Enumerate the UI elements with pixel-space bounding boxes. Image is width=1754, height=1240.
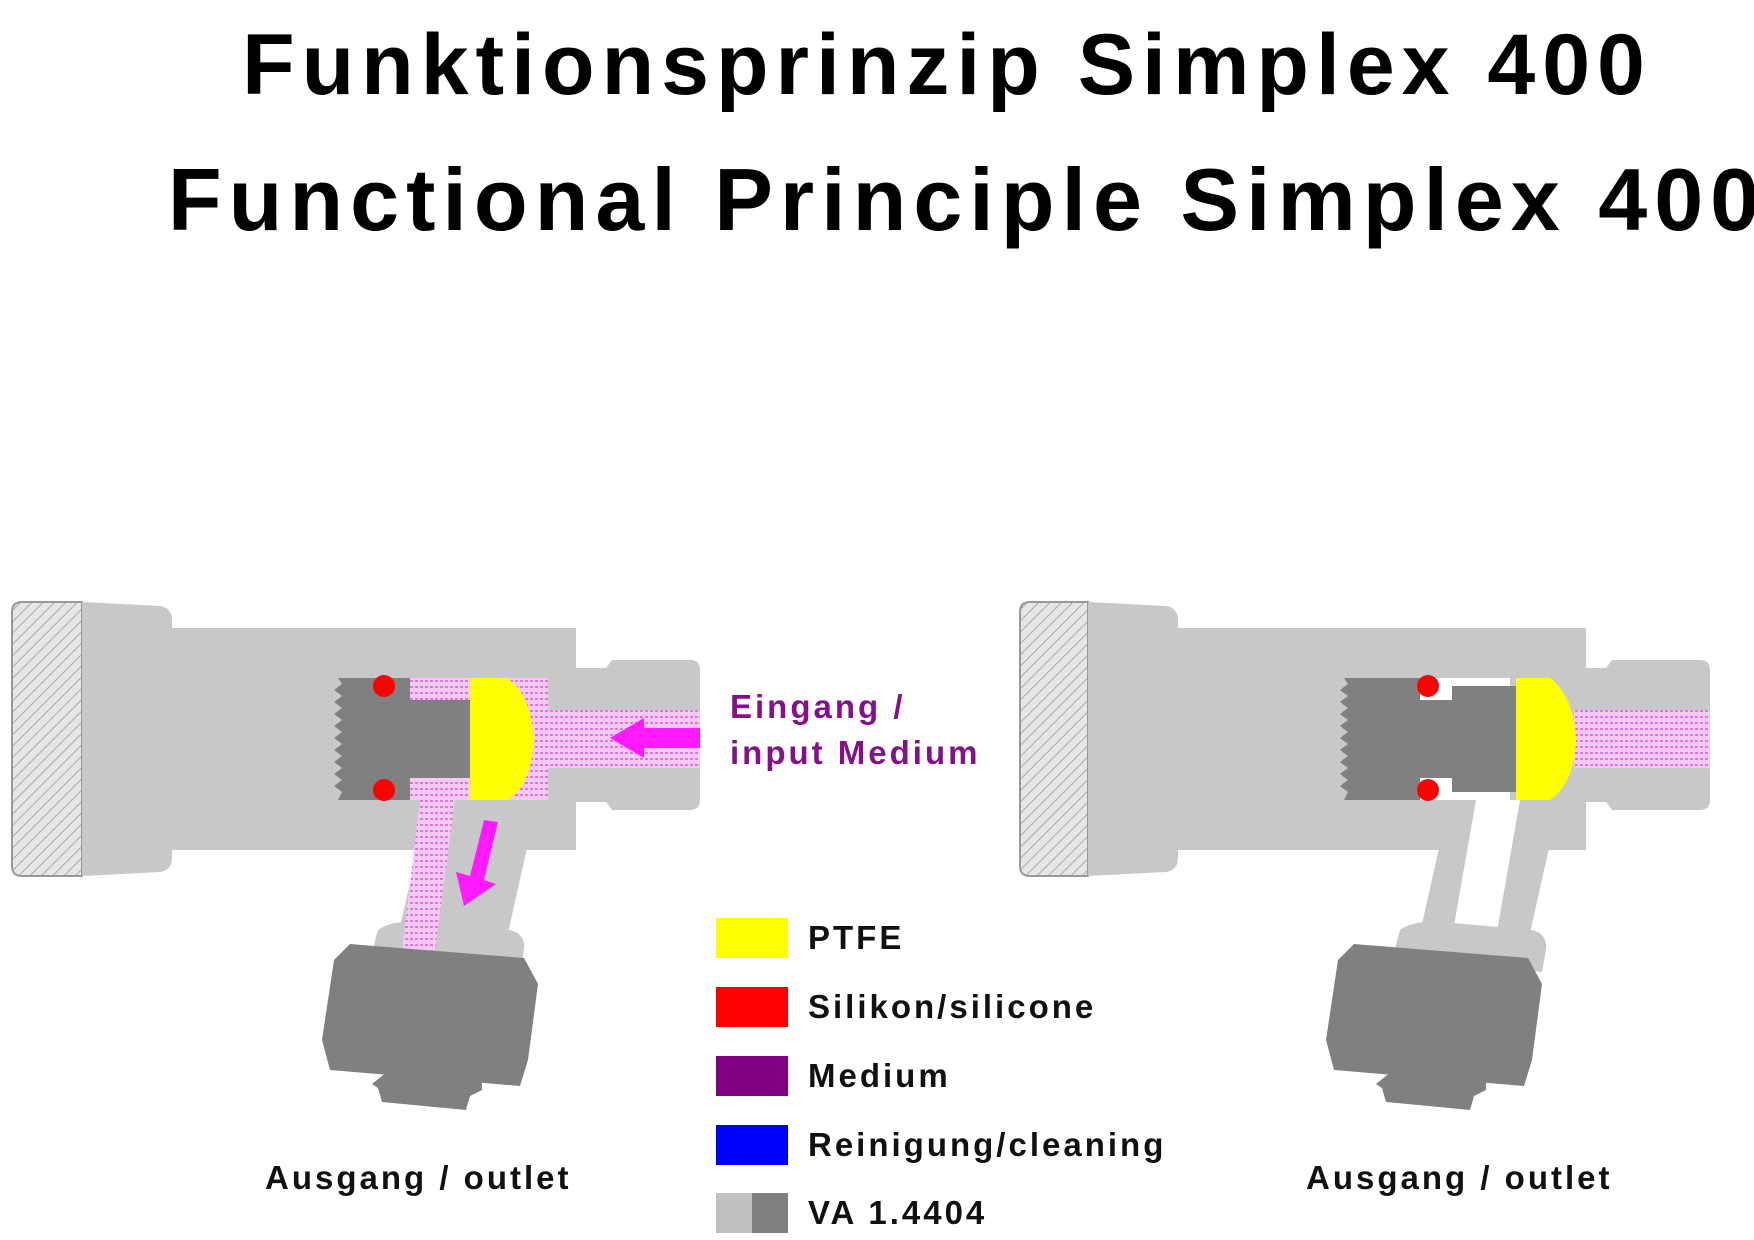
legend-label-steel: VA 1.4404 bbox=[808, 1194, 988, 1231]
valve-left bbox=[11, 601, 700, 1110]
outlet-label-left: Ausgang / outlet bbox=[265, 1159, 572, 1196]
outlet-nut bbox=[322, 944, 538, 1086]
legend-label-silicone: Silikon/silicone bbox=[808, 988, 1097, 1025]
title-english: Functional Principle Simplex 400 bbox=[167, 150, 1754, 249]
input-label: Eingang / input Medium bbox=[730, 688, 981, 771]
outlet-label-right: Ausgang / outlet bbox=[1306, 1159, 1613, 1196]
outlet-pipe-channel bbox=[1448, 800, 1520, 960]
piston-threaded bbox=[1340, 678, 1460, 800]
outlet-nut bbox=[1326, 944, 1542, 1086]
ptfe-seal bbox=[470, 678, 534, 800]
legend-swatch-steel bbox=[716, 1193, 788, 1233]
legend-swatch-medium bbox=[716, 1056, 788, 1096]
legend-label-cleaning: Reinigung/cleaning bbox=[808, 1126, 1167, 1163]
end-cap-hatched bbox=[1019, 601, 1089, 877]
piston-stem bbox=[1452, 686, 1520, 792]
legend-swatch-ptfe bbox=[716, 918, 788, 958]
silicone-ring-bottom bbox=[373, 779, 395, 801]
piston-threaded bbox=[334, 678, 470, 800]
flange bbox=[82, 602, 172, 876]
end-cap-hatched bbox=[11, 601, 83, 877]
legend-label-medium: Medium bbox=[808, 1057, 951, 1094]
legend-label-ptfe: PTFE bbox=[808, 919, 905, 956]
medium-inlet bbox=[1574, 710, 1710, 768]
flange bbox=[1088, 602, 1178, 876]
legend-swatch-silicone bbox=[716, 987, 788, 1027]
silicone-ring-top bbox=[373, 675, 395, 697]
legend-swatch-cleaning bbox=[716, 1125, 788, 1165]
valve-right bbox=[1019, 601, 1710, 1110]
outlet-nut-foot bbox=[372, 1068, 482, 1110]
arrow-output bbox=[456, 820, 498, 906]
silicone-ring-top bbox=[1417, 675, 1439, 697]
silicone-ring-bottom bbox=[1417, 779, 1439, 801]
outlet-nut-foot bbox=[1376, 1068, 1486, 1110]
ptfe-seal bbox=[1516, 678, 1576, 800]
arrow-input bbox=[610, 718, 700, 758]
title-german: Funktionsprinzip Simplex 400 bbox=[242, 17, 1652, 113]
